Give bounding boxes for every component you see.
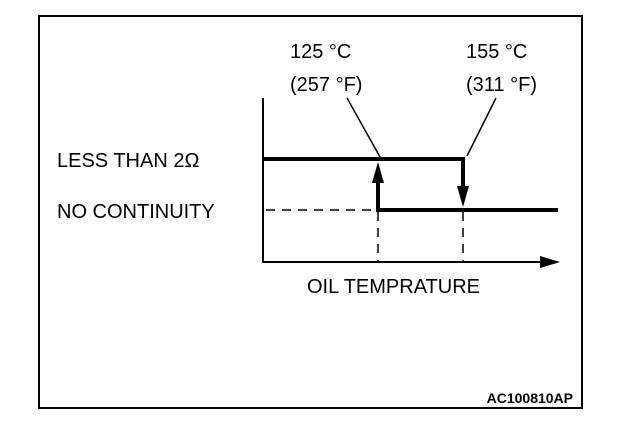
x-axis-arrowhead: [540, 256, 560, 268]
off-transition-arrowhead: [457, 186, 469, 207]
off-temperature-celsius: 155 °C: [466, 41, 527, 63]
off-temperature-leader: [466, 97, 497, 157]
x-axis-label: OIL TEMPRATURE: [307, 276, 480, 298]
on-transition-arrowhead: [372, 162, 384, 183]
state-label-less-than-2-ohm: LESS THAN 2Ω: [57, 150, 199, 172]
state-label-no-continuity: NO CONTINUITY: [57, 201, 215, 223]
on-temperature-leader: [346, 97, 381, 158]
figure-code: AC100810AP: [487, 390, 573, 406]
on-temperature-celsius: 125 °C: [290, 41, 351, 63]
on-temperature-fahrenheit: (257 °F): [290, 74, 362, 96]
figure-frame: [38, 15, 583, 409]
off-temperature-fahrenheit: (311 °F): [466, 74, 537, 96]
